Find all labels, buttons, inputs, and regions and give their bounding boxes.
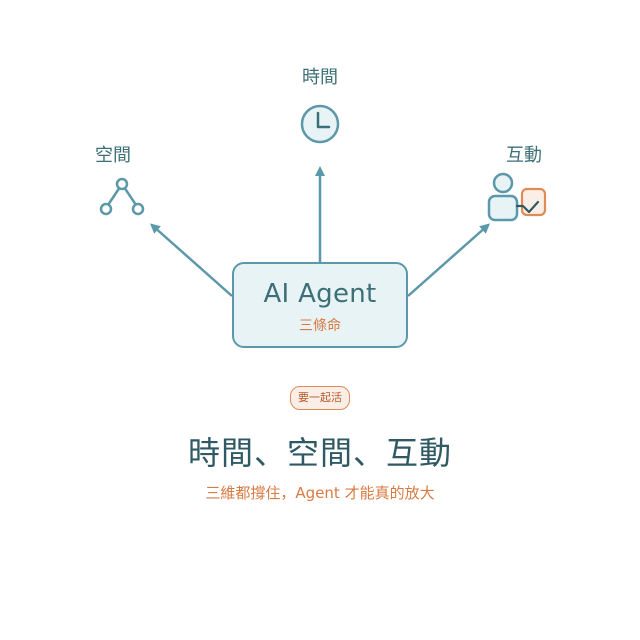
together-badge: 要一起活 xyxy=(290,386,350,410)
headline: 時間、空間、互動 xyxy=(187,434,452,472)
network-nodes-icon xyxy=(99,177,145,216)
node-label-time: 時間 xyxy=(302,67,338,88)
arrow-to-interaction xyxy=(407,223,490,297)
node-label-interaction: 互動 xyxy=(506,145,542,166)
clock-icon xyxy=(300,104,340,144)
center-node-subtitle: 三條命 xyxy=(299,318,341,334)
arrow-to-space xyxy=(150,223,233,297)
center-node-title: AI Agent xyxy=(263,279,377,309)
center-node-box: AI Agent 三條命 xyxy=(232,262,408,348)
subline: 三維都撐住，Agent 才能真的放大 xyxy=(205,484,435,502)
node-label-space: 空間 xyxy=(95,145,131,166)
person-check-icon xyxy=(487,172,547,222)
